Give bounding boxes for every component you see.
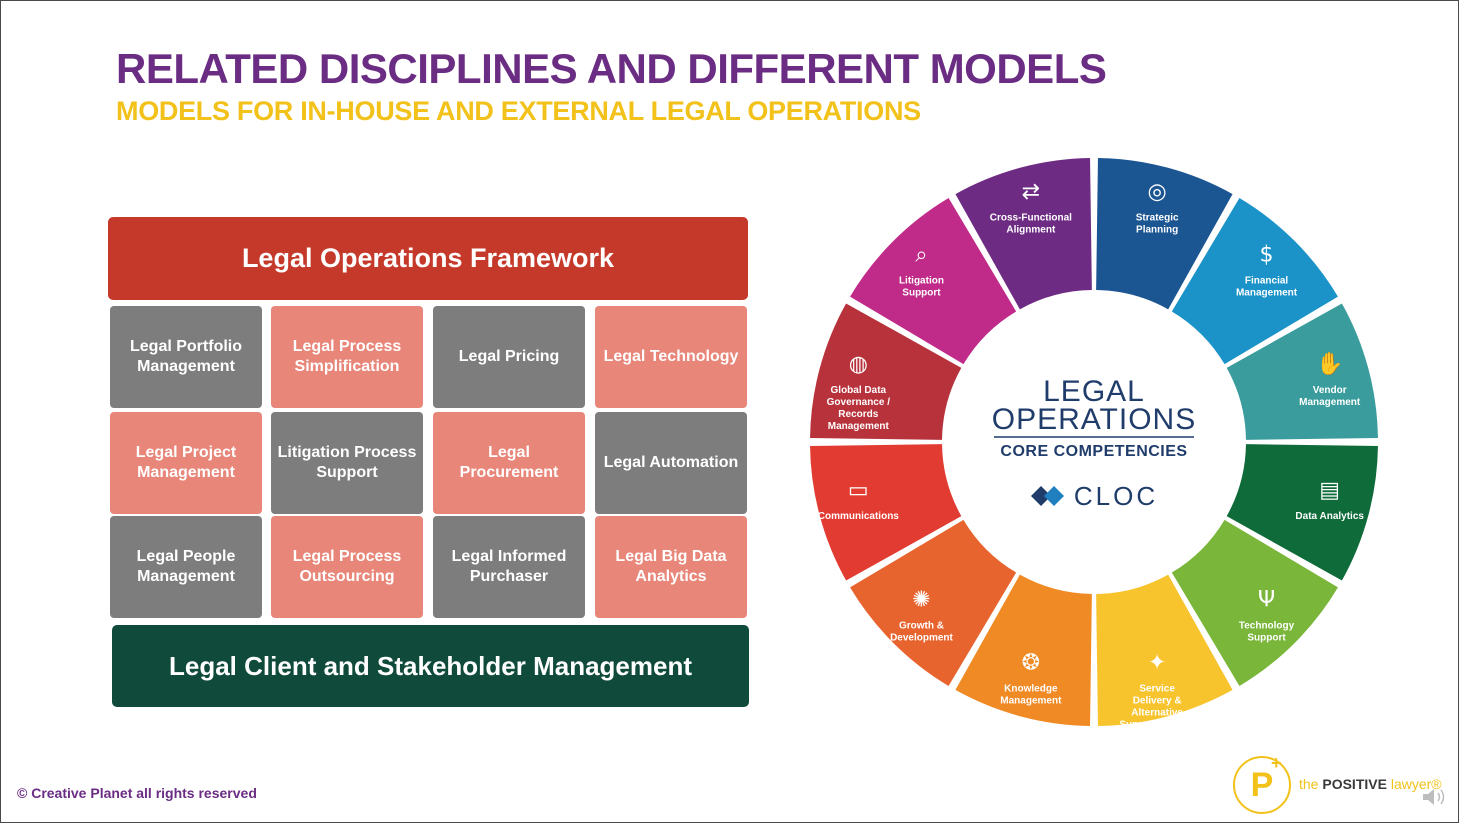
wheel-segment	[1226, 303, 1378, 440]
wheel-segment	[955, 158, 1092, 310]
wheel-center	[948, 296, 1240, 588]
magnifier-icon: ⌕	[915, 242, 927, 267]
speaker-icon[interactable]	[1421, 787, 1449, 807]
framework-cell: Legal Process Simplification	[271, 306, 423, 408]
copyright-notice: © Creative Planet all rights reserved	[17, 785, 257, 801]
framework-cell: Legal Technology	[595, 306, 747, 408]
wheel-segment-label: Growth &Development	[890, 621, 953, 644]
framework-cell: Legal People Management	[110, 516, 262, 618]
logo-bold: POSITIVE	[1322, 776, 1387, 792]
wheel-segment	[955, 574, 1092, 726]
framework-cell: Legal Procurement	[433, 412, 585, 514]
framework-cell: Legal Portfolio Management	[110, 306, 262, 408]
wheel-segment-label: Data Analytics	[1295, 511, 1364, 522]
delivery-icon: ✦	[1148, 651, 1166, 676]
wheel-segment	[1096, 574, 1233, 726]
wheel-segment	[1171, 519, 1338, 686]
arrows-icon: ⇄	[1022, 179, 1040, 204]
logo-plus: +	[1271, 753, 1282, 773]
globe-icon: ◍	[849, 352, 868, 377]
usb-icon: Ψ	[1258, 588, 1275, 613]
target-icon: ◎	[1148, 179, 1167, 204]
cloc-brand: CLOC	[1074, 481, 1158, 511]
wheel-segment	[850, 519, 1017, 686]
wheel-segment	[1096, 158, 1233, 310]
framework-cell: Legal Big Data Analytics	[595, 516, 747, 618]
wheel-segment-label: Communications	[818, 511, 900, 522]
brain-icon: ❂	[1022, 651, 1040, 676]
center-subtitle: CORE COMPETENCIES	[1000, 443, 1187, 460]
framework-footer: Legal Client and Stakeholder Management	[112, 625, 749, 707]
handshake-icon: ✋	[1316, 351, 1343, 377]
framework-cell: Legal Pricing	[433, 306, 585, 408]
cloc-logo	[1031, 486, 1064, 506]
framework-cell: Legal Automation	[595, 412, 747, 514]
money-hand-icon: $	[1260, 242, 1274, 267]
center-title-line2: OPERATIONS	[992, 403, 1196, 436]
logo-prefix: the	[1299, 776, 1319, 792]
speech-icon: ▭	[848, 478, 869, 503]
logo-suffix: lawyer®	[1390, 776, 1442, 792]
framework-cell: Legal Process Outsourcing	[271, 516, 423, 618]
framework-header: Legal Operations Framework	[108, 217, 748, 300]
wheel-segment	[850, 198, 1017, 365]
wheel-segment	[810, 303, 962, 440]
framework-cell: Legal Project Management	[110, 412, 262, 514]
lightbulb-icon: ✺	[912, 588, 930, 613]
framework-cell: Legal Informed Purchaser	[433, 516, 585, 618]
wheel-segment	[1226, 444, 1378, 581]
center-title-line1: LEGAL	[1043, 375, 1145, 408]
positive-lawyer-logo: P	[1233, 756, 1291, 814]
framework-cell: Litigation Process Support	[271, 412, 423, 514]
logo-text: the POSITIVE lawyer®	[1299, 776, 1442, 792]
page-title: RELATED DISCIPLINES AND DIFFERENT MODELS	[116, 45, 1107, 92]
page-subtitle: MODELS FOR IN-HOUSE AND EXTERNAL LEGAL O…	[116, 96, 921, 126]
wheel-segment	[810, 444, 962, 581]
wheel-segment	[1171, 198, 1338, 365]
chart-icon: ▤	[1319, 478, 1340, 503]
